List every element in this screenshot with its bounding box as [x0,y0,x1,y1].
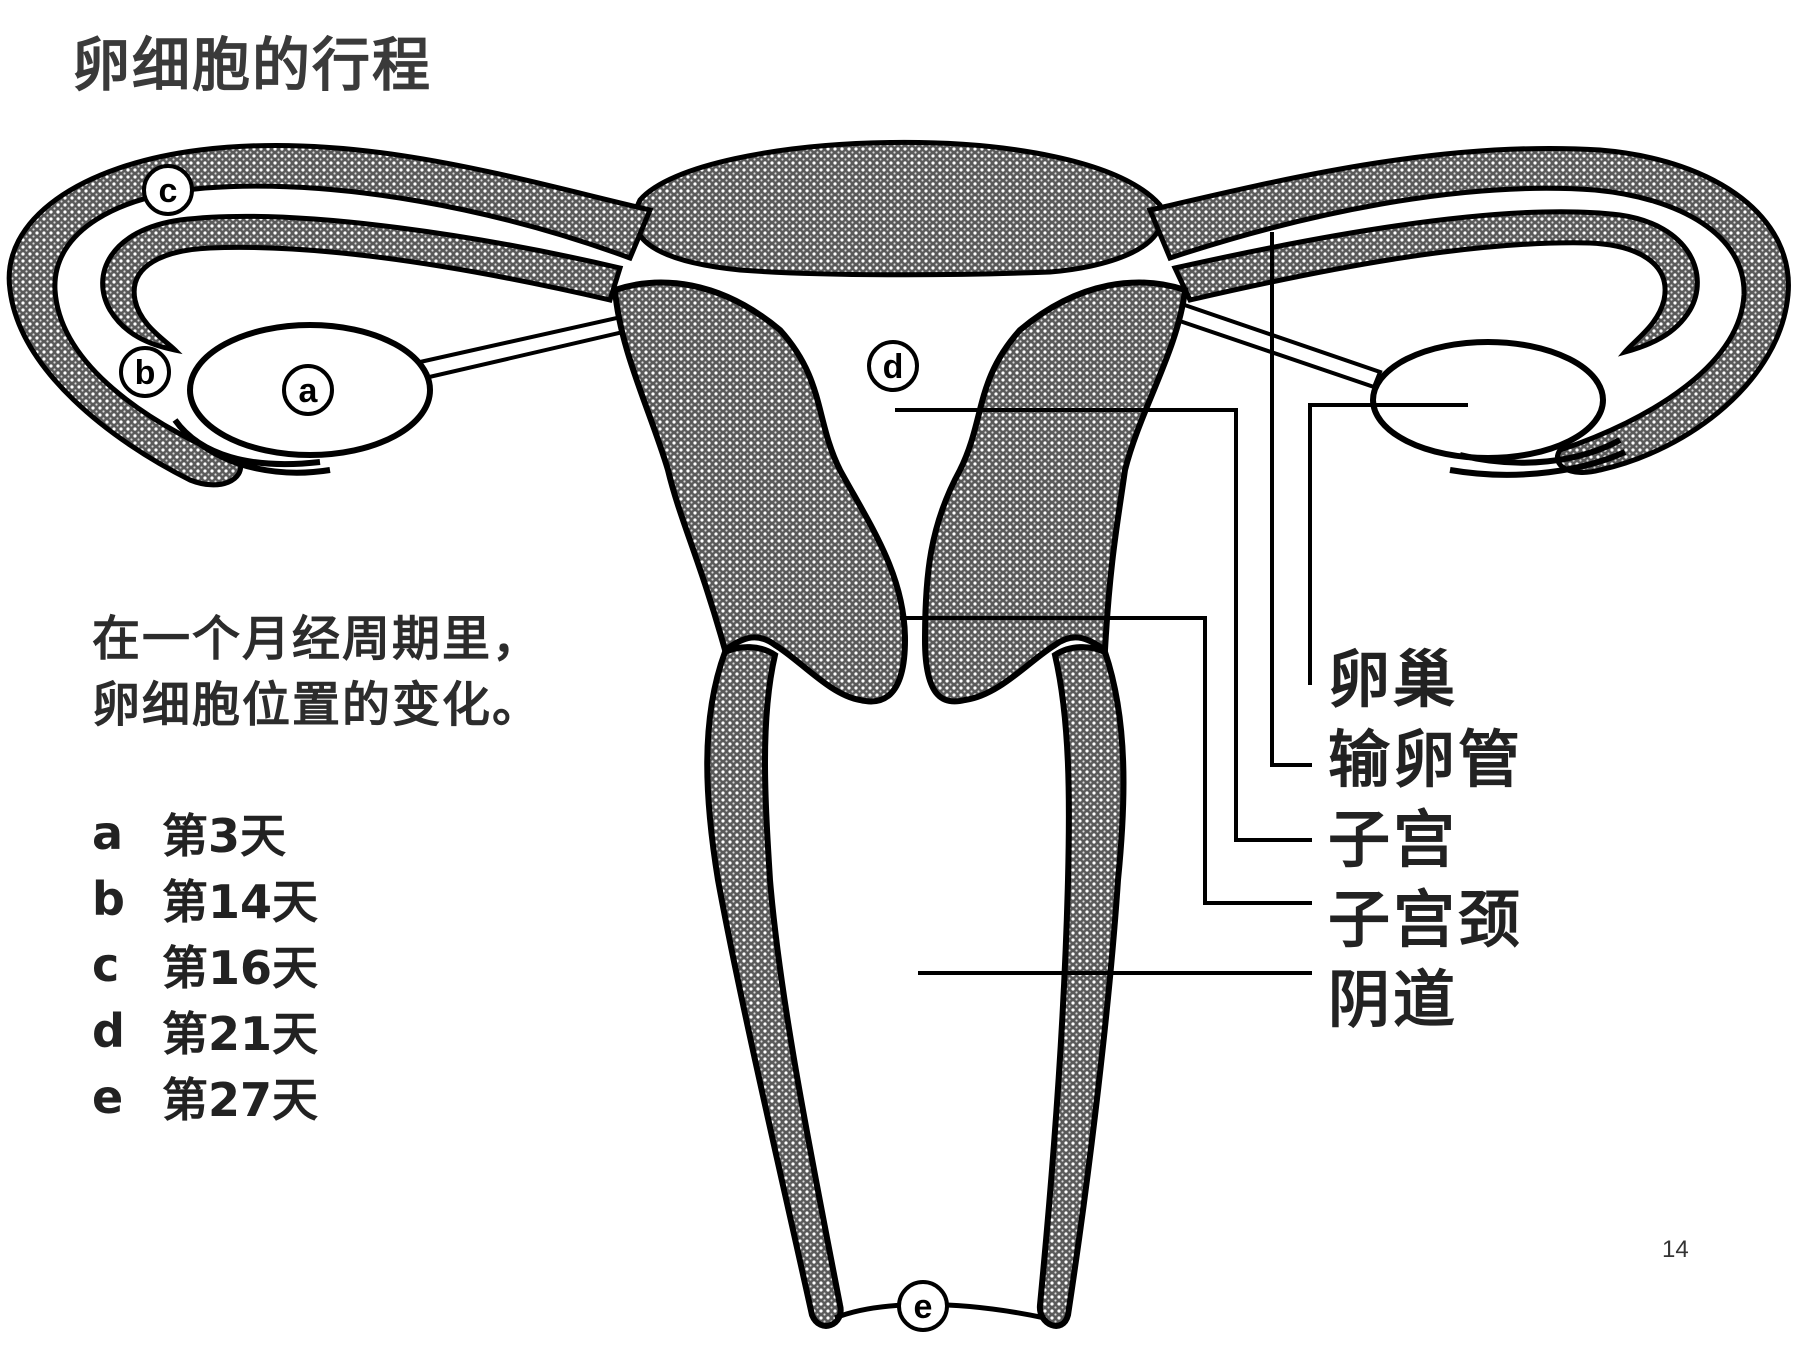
legend-text: 第27天 [162,1073,319,1127]
uterus-right-wall [921,279,1189,705]
description-line-2: 卵细胞位置的变化。 [92,677,543,733]
legend-key: a [92,806,124,860]
left-fimbriae [172,418,331,476]
legend: a 第3天 b 第14天 c 第16天 d 第21天 e 第27天 [92,800,318,1130]
svg-text:b: b [135,354,156,392]
svg-text:d: d [883,348,904,386]
svg-text:a: a [299,372,319,410]
right-fallopian-tube [1146,145,1791,475]
legend-key: e [92,1070,124,1124]
legend-text: 第16天 [162,941,319,995]
label-vagina: 阴道 [1328,963,1459,1036]
leader-uterus [895,408,1312,842]
svg-text:e: e [914,1288,933,1326]
legend-key: b [92,872,125,926]
page-title: 卵细胞的行程 [72,31,433,99]
leader-ovary [1308,403,1468,685]
description-line-1: 在一个月经周期里， [92,611,543,667]
right-ovary [1370,339,1606,461]
leader-fallopian-tube [1270,232,1312,767]
legend-item-a: a 第3天 [92,800,318,866]
legend-item-b: b 第14天 [92,866,318,932]
legend-key: c [92,938,120,992]
left-tube-inner-loop [100,213,624,355]
vagina-right-wall [1036,644,1127,1329]
marker-c: c [142,164,194,216]
uterus-left-wall [611,279,909,705]
legend-item-e: e 第27天 [92,1064,318,1130]
left-fallopian-tube [6,142,654,488]
part-labels: 卵巢 输卵管 子宫 子宫颈 阴道 [1328,640,1523,1040]
page-number: 14 [1662,1236,1689,1263]
legend-item-d: d 第21天 [92,998,318,1064]
marker-e: e [897,1280,949,1332]
marker-a: a [282,364,334,416]
vagina-left-wall [704,644,844,1329]
label-cervix: 子宫颈 [1328,883,1524,956]
marker-d: d [867,340,919,392]
label-uterus: 子宫 [1328,803,1459,876]
right-tube-inner-loop [1171,209,1700,357]
right-fimbriae [1449,437,1627,478]
label-fallopian-tube: 输卵管 [1328,723,1524,796]
leader-cervix [900,616,1312,905]
legend-text: 第21天 [162,1007,319,1061]
leader-lines [895,232,1468,975]
marker-b: b [119,346,171,398]
uterus-fundus [632,139,1165,278]
legend-text: 第14天 [162,875,319,929]
legend-item-c: c 第16天 [92,932,318,998]
label-ovary: 卵巢 [1328,643,1459,716]
description: 在一个月经周期里， 卵细胞位置的变化。 [92,606,542,738]
svg-text:c: c [159,172,178,210]
left-ovarian-ligament [417,312,635,381]
legend-text: 第3天 [162,809,287,863]
legend-key: d [92,1004,125,1058]
